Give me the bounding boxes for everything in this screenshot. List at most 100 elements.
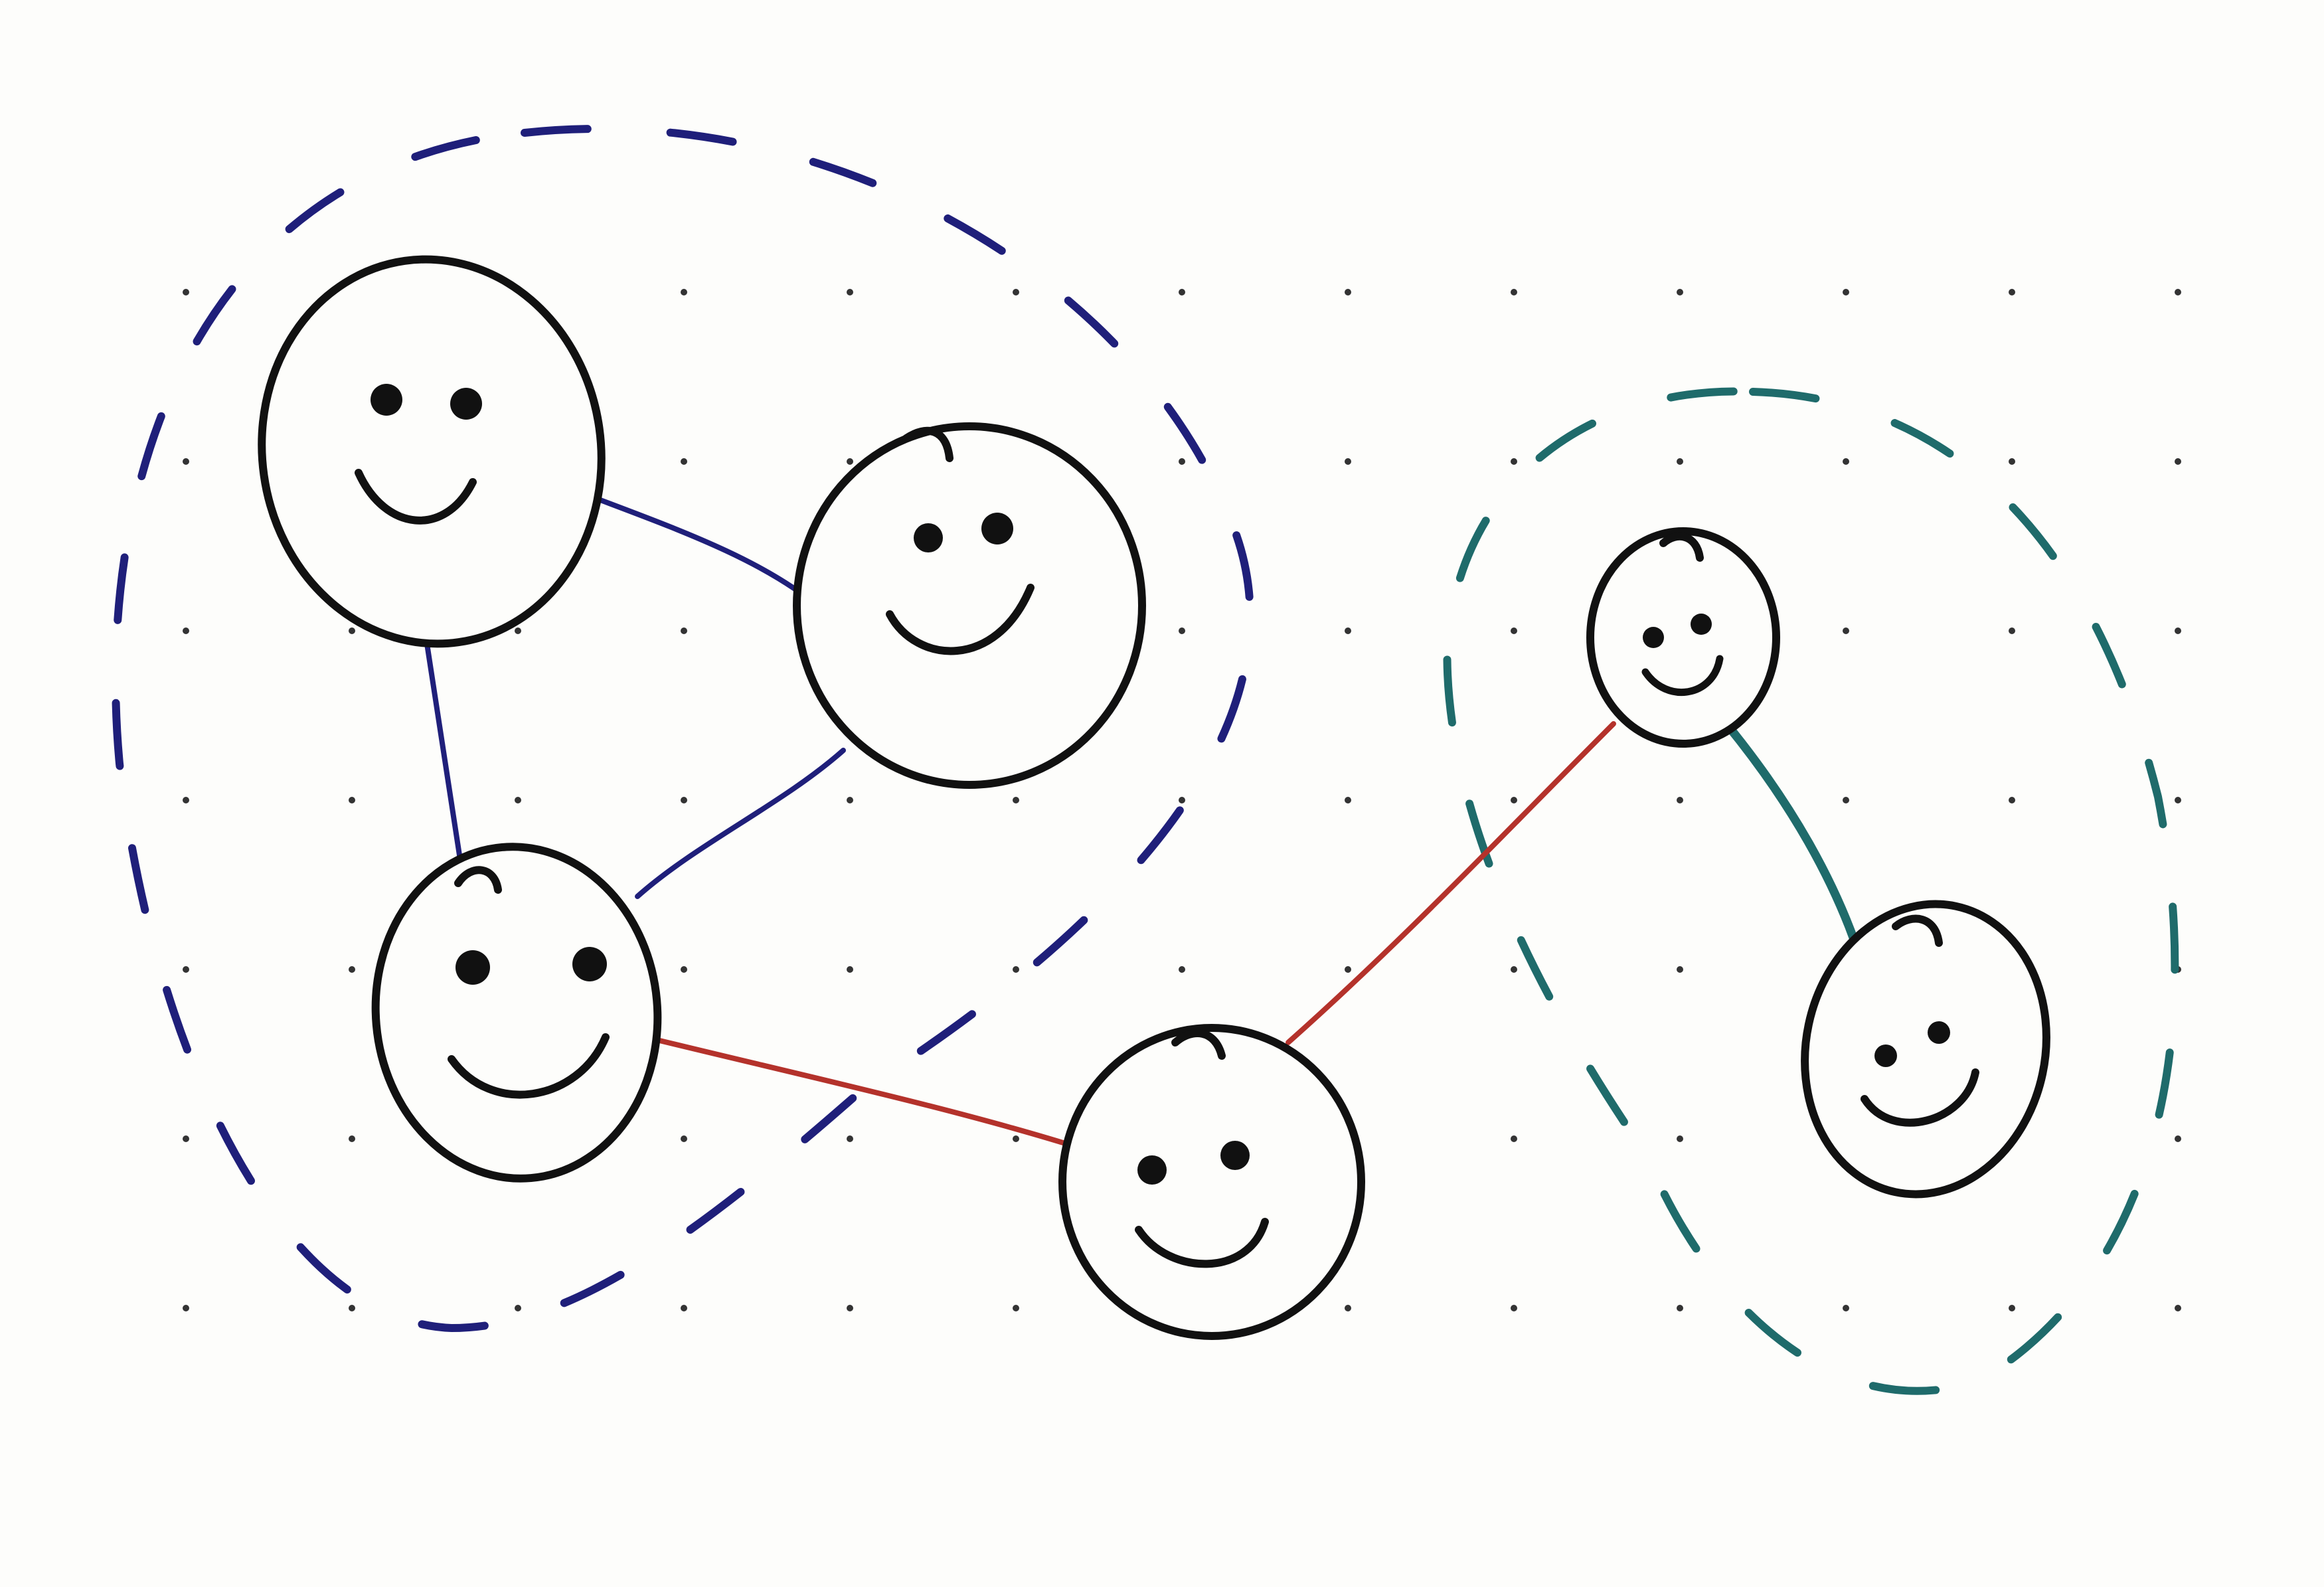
grid-dot	[1345, 627, 1351, 634]
grid-dot	[1677, 1135, 1683, 1142]
grid-dot	[1511, 289, 1517, 295]
grid-dot	[1179, 289, 1185, 295]
person-6-left-eye	[1874, 1044, 1897, 1067]
grid-dot	[183, 1135, 189, 1142]
grid-dot	[183, 458, 189, 465]
person-5-face	[1586, 527, 1780, 748]
grid-dot	[1013, 797, 1019, 803]
person-3-right-eye	[572, 947, 607, 981]
grid-dot	[349, 627, 355, 634]
grid-dot	[183, 627, 189, 634]
grid-dot	[2175, 458, 2181, 465]
person-2-face	[793, 422, 1146, 789]
person-3-smile	[448, 1033, 610, 1099]
grid-dot	[2009, 797, 2015, 803]
grid-dot	[2009, 1305, 2015, 1311]
grid-dot	[1179, 797, 1185, 803]
person-6-smile	[1861, 1068, 1979, 1127]
edge-person2-person3	[635, 748, 846, 899]
grid-dot	[1013, 1135, 1019, 1142]
grid-dot	[1013, 966, 1019, 973]
grid-dot	[183, 289, 189, 295]
grid-dot	[1843, 458, 1849, 465]
grid-dot	[1677, 289, 1683, 295]
grid-dot	[2175, 1135, 2181, 1142]
grid-dot	[1843, 289, 1849, 295]
grid-dot	[2175, 627, 2181, 634]
person-4-left-eye	[1137, 1155, 1167, 1185]
grid-dot	[2009, 289, 2015, 295]
grid-dot	[183, 797, 189, 803]
person-2-head	[793, 422, 1146, 789]
grid-dot	[1345, 1305, 1351, 1311]
grid-dot	[1013, 289, 1019, 295]
grid-dot	[1345, 797, 1351, 803]
grid-dot	[681, 1135, 687, 1142]
grid-dot	[1511, 797, 1517, 803]
person-1-smile	[355, 469, 477, 525]
grid-dot	[2175, 1305, 2181, 1311]
person-5-hair-tuft	[1659, 532, 1704, 562]
grid-dot	[349, 1305, 355, 1311]
grid-dot	[1013, 1305, 1019, 1311]
person-4-hair-tuft	[1171, 1029, 1226, 1060]
grid-dot	[847, 797, 853, 803]
person-2-smile	[886, 584, 1035, 655]
grid-dot	[2009, 627, 2015, 634]
person-4-smile	[1135, 1218, 1269, 1268]
person-5-right-eye	[1691, 614, 1712, 635]
grid-dot	[1511, 966, 1517, 973]
grid-dot	[1677, 1305, 1683, 1311]
grid-dot	[515, 627, 521, 634]
person-4-head	[1058, 1024, 1365, 1340]
person-5-smile	[1641, 655, 1724, 697]
edge-person5-person6	[1722, 719, 1870, 981]
grid-dot	[1511, 458, 1517, 465]
grid-dot	[1511, 1135, 1517, 1142]
person-3-face	[371, 843, 662, 1183]
grid-dot	[847, 458, 853, 465]
grid-dot	[1677, 966, 1683, 973]
grid-dot	[1511, 1305, 1517, 1311]
grid-dot	[1345, 458, 1351, 465]
person-2-right-eye	[981, 513, 1013, 544]
grid-dot	[1179, 627, 1185, 634]
person-5-left-eye	[1643, 627, 1664, 648]
edge-person1-person2	[575, 489, 826, 614]
edge-person1-person3	[422, 628, 467, 892]
grid-dot	[847, 289, 853, 295]
person-3-head	[371, 843, 662, 1183]
person-2-hair-tuft	[902, 426, 954, 462]
grid-dot	[681, 797, 687, 803]
grid-dot	[1179, 458, 1185, 465]
edge-person3-person4	[651, 1037, 1085, 1151]
grid-dot	[847, 1135, 853, 1142]
grid-dot	[349, 1135, 355, 1142]
grid-dot	[515, 1305, 521, 1311]
grid-dot	[1677, 458, 1683, 465]
grid-dot	[681, 627, 687, 634]
grid-dot	[2009, 458, 2015, 465]
person-5-head	[1586, 527, 1780, 748]
person-1-left-eye	[371, 384, 402, 416]
grid-dot	[681, 1305, 687, 1311]
person-6-head	[1801, 900, 2050, 1199]
grid-dot	[2175, 797, 2181, 803]
grid-dot	[1843, 1305, 1849, 1311]
grid-dot	[1345, 289, 1351, 295]
grid-dot	[1843, 797, 1849, 803]
person-4-right-eye	[1220, 1141, 1250, 1170]
person-4-face	[1058, 1024, 1365, 1340]
group-b-outline	[1443, 387, 2179, 1395]
person-6-face	[1801, 900, 2050, 1199]
grid-dot	[2175, 289, 2181, 295]
person-1-head	[258, 255, 606, 648]
grid-dot	[515, 797, 521, 803]
grid-dot	[847, 1305, 853, 1311]
person-3-left-eye	[456, 950, 490, 985]
person-1-face	[258, 255, 606, 648]
person-2-left-eye	[914, 523, 943, 552]
grid-dot	[681, 289, 687, 295]
grid-dot	[349, 966, 355, 973]
